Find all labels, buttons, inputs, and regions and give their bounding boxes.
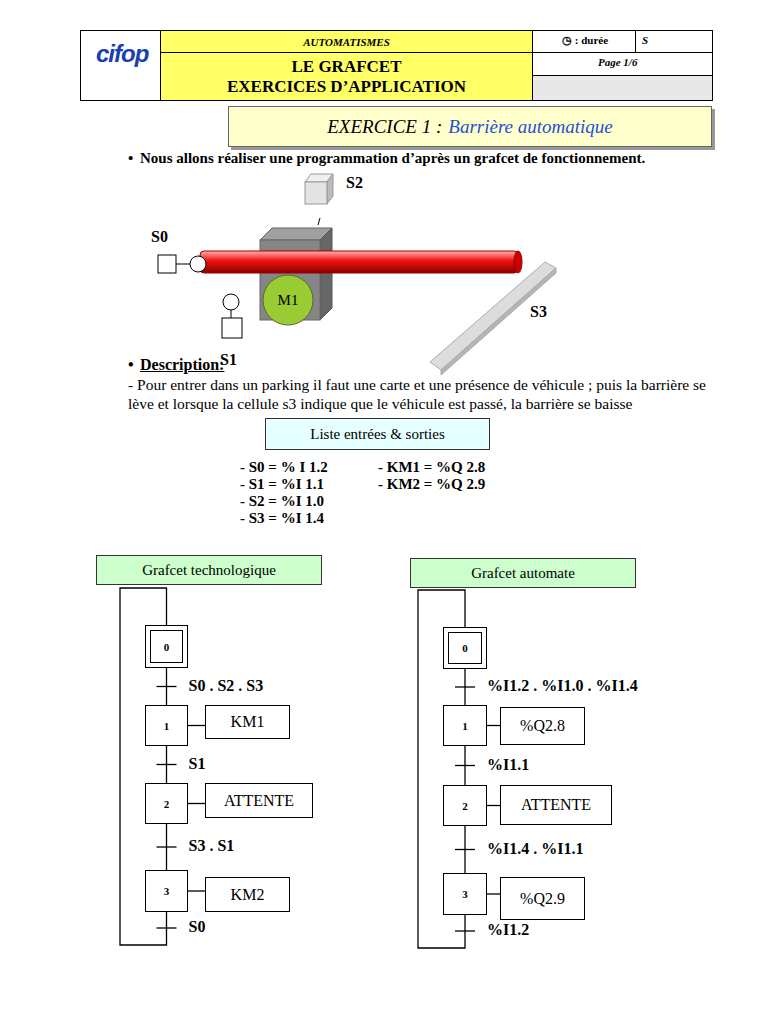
action-box: %Q2.8 xyxy=(500,707,585,745)
sensor-s1 xyxy=(222,294,242,338)
page-number: Page 1/6 xyxy=(598,56,637,68)
sensor-name: S2 xyxy=(346,174,363,192)
action-box: ATTENTE xyxy=(205,783,313,818)
transition-condition: %I1.2 xyxy=(485,921,531,939)
grafcet-link xyxy=(487,893,500,894)
bullet: • xyxy=(128,150,133,167)
cell-s3 xyxy=(430,262,556,375)
node-text: LE GRAFCET xyxy=(291,57,401,77)
title-band: LE GRAFCETEXERCICES D’APPLICATION xyxy=(160,52,533,101)
motor-circle: M1 xyxy=(262,274,314,326)
node-text: KM2 xyxy=(231,886,265,904)
transition-tick xyxy=(455,686,475,687)
logo: cifop xyxy=(96,40,148,68)
action-box: ATTENTE xyxy=(500,785,612,825)
step-box: 3 xyxy=(145,870,188,912)
node-text: 1 xyxy=(462,720,468,732)
bullet: • xyxy=(128,356,134,374)
empty-cell xyxy=(532,75,713,101)
node-text: Grafcet technologique xyxy=(142,562,276,579)
node-text: ATTENTE xyxy=(224,792,294,810)
header-band: AUTOMATISMES xyxy=(160,30,533,53)
transition-condition: S0 . S2 . S3 xyxy=(187,677,266,695)
node-text: 1 xyxy=(164,720,170,732)
sensor-name: S3 xyxy=(530,303,547,321)
description-text: - Pour entrer dans un parking il faut un… xyxy=(128,375,708,413)
node-text: 3 xyxy=(462,888,468,900)
step-box: 1 xyxy=(443,705,487,746)
node-text: Grafcet automate xyxy=(471,565,575,582)
initial-step: 0 xyxy=(443,627,487,669)
transition-tick xyxy=(157,927,177,928)
sensor-s0 xyxy=(158,255,206,273)
node-text: 0 xyxy=(462,642,468,654)
transition-tick xyxy=(455,930,475,931)
initial-step: 0 xyxy=(145,625,188,668)
step-box: 3 xyxy=(443,873,487,915)
action-box: KM1 xyxy=(205,705,290,739)
node-text: ATTENTE xyxy=(521,796,591,814)
io-entry: - S0 = % I 1.2 xyxy=(240,459,328,476)
grafcet-link xyxy=(487,805,500,806)
barrier-arm xyxy=(200,251,522,273)
duration-label: ◷ : durée xyxy=(562,34,608,47)
node-text: EXERCICES D’APPLICATION xyxy=(227,77,466,97)
io-entry: - S1 = %I 1.1 xyxy=(240,476,324,493)
node-text: EXERCICE 1 : xyxy=(327,116,442,138)
node-text: %Q2.9 xyxy=(520,890,565,908)
step-box: 2 xyxy=(145,783,188,824)
action-box: KM2 xyxy=(205,877,290,912)
grafcet-header: Grafcet technologique xyxy=(96,555,322,585)
node-text: %Q2.8 xyxy=(520,717,565,735)
transition-tick xyxy=(157,686,177,687)
transition-condition: S0 xyxy=(187,918,208,936)
transition-tick xyxy=(455,765,475,766)
node-text: Liste entrées & sorties xyxy=(310,426,445,443)
exercise-banner: EXERCICE 1 : Barrière automatique xyxy=(228,106,712,147)
node-text: 2 xyxy=(164,798,170,810)
node-text: Barrière automatique xyxy=(448,116,612,138)
io-list-box: Liste entrées & sorties xyxy=(265,418,490,450)
intro-text: Nous allons réaliser une programmation d… xyxy=(140,150,645,167)
transition-tick xyxy=(157,764,177,765)
grafcet-link xyxy=(188,725,205,726)
section-heading: Description: xyxy=(140,356,224,374)
node-text: 3 xyxy=(164,885,170,897)
node-text: 2 xyxy=(462,800,468,812)
grafcet-link xyxy=(487,725,500,726)
transition-condition: %I1.1 xyxy=(485,756,531,774)
node-text: AUTOMATISMES xyxy=(303,36,390,48)
sensor-s2 xyxy=(305,174,333,225)
io-entry: - KM2 = %Q 2.9 xyxy=(378,476,485,493)
node-text: 0 xyxy=(164,641,170,653)
node-text: M1 xyxy=(278,292,299,309)
grafcet-header: Grafcet automate xyxy=(410,558,636,588)
grafcet-link xyxy=(188,890,205,891)
duration-value: S xyxy=(642,34,648,46)
transition-condition: S1 xyxy=(187,755,208,773)
io-entry: - S3 = %I 1.4 xyxy=(240,510,324,527)
io-entry: - KM1 = %Q 2.8 xyxy=(378,459,485,476)
transition-condition: %I1.4 . %I1.1 xyxy=(485,840,585,858)
sensor-name: S0 xyxy=(151,228,168,246)
transition-condition: %I1.2 . %I1.0 . %I1.4 xyxy=(485,677,640,695)
io-entry: - S2 = %I 1.0 xyxy=(240,493,324,510)
step-box: 1 xyxy=(145,705,188,746)
node-text: KM1 xyxy=(231,713,265,731)
grafcet-link xyxy=(188,803,205,804)
transition-tick xyxy=(157,846,177,847)
action-box: %Q2.9 xyxy=(500,877,585,920)
transition-tick xyxy=(455,849,475,850)
transition-condition: S3 . S1 xyxy=(187,837,237,855)
step-box: 2 xyxy=(443,785,487,826)
